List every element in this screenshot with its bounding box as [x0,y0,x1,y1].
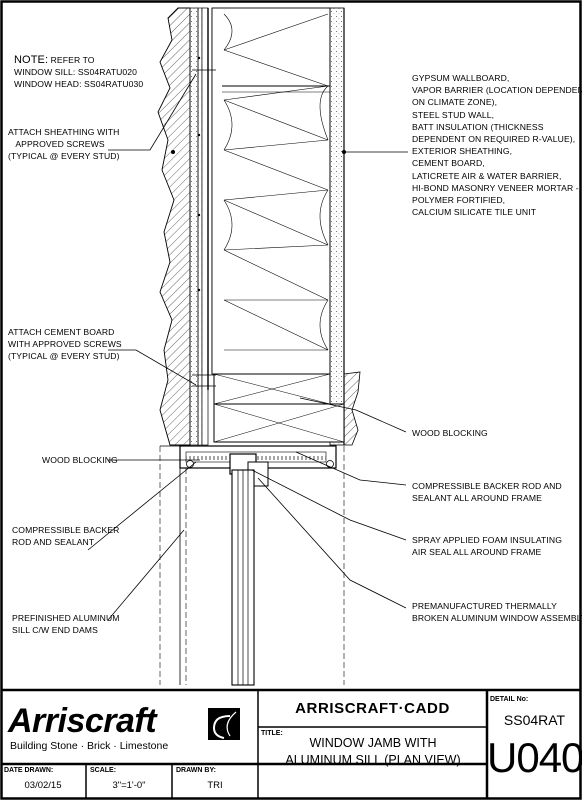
callout-line: COMPRESSIBLE BACKER ROD AND [412,481,562,491]
callout-line: SILL c/w END DAMS [12,625,98,636]
note-block: NOTE: REFER TO WINDOW SILL: SS04RATU020 … [14,54,143,91]
detail-code: U040 [487,734,582,781]
callout-line: COMPRESSIBLE BACKER [12,525,120,535]
callout-line: (TYPICAL @ EVERY STUD) [8,351,120,362]
date-label: DATE DRAWN: [4,767,54,774]
callout-line: EXTERIOR SHEATHING, [412,146,513,157]
title-block-lines [1,688,581,798]
callout-window-assembly: PREMANUFACTURED THERMALLY BROKEN ALUMINU… [412,600,582,624]
callout-line: AIR SEAL ALL AROUND FRAME [412,547,542,558]
callout-line: DEPENDENT ON REQUIRED R-VALUE), [412,134,576,145]
note-sill-ref: WINDOW SILL: SS04RATU020 [14,67,138,78]
callout-wall-assembly: GYPSUM WALLBOARD, VAPOR BARRIER (LOCATIO… [412,72,582,218]
callout-wood-blocking-right: WOOD BLOCKING [412,427,488,439]
date-value: 03/02/15 [24,780,62,791]
detail-prefix: SS04RAT [503,712,566,728]
note-head-ref: WINDOW HEAD: SS04RATU030 [14,79,144,90]
callout-line: STEEL STUD WALL, [412,109,495,120]
title-line: ALUMINUM SILL (PLAN VIEW) [285,753,461,767]
callout-line: ROD AND SEALANT [12,537,95,548]
callout-line: GYPSUM WALLBOARD, [412,73,510,83]
drawn-label: DRAWN BY: [176,767,216,774]
note-heading: NOTE: [14,54,49,66]
callout-line: PREFINISHED ALUMINUM [12,613,120,623]
callout-line: SPRAY APPLIED FOAM INSULATING [412,535,562,545]
batt-insulation [223,13,329,351]
callout-line: VAPOR BARRIER (LOCATION DEPENDENT [412,85,582,96]
callout-aluminum-sill: PREFINISHED ALUMINUM SILL c/w END DAMS [12,612,120,636]
callout-line: CALCIUM SILICATE TILE UNIT [412,207,537,218]
brand-tagline: Building Stone · Brick · Limestone [10,740,169,752]
callout-line: POLYMER FORTIFIED, [412,195,506,206]
callout-line: ON CLIMATE ZONE), [412,97,498,108]
masonry-veneer [157,7,191,446]
detail-label: DETAIL No: [490,696,529,703]
note-refer: REFER TO [50,55,95,65]
scale-label: SCALE: [90,767,117,774]
callout-sheathing: ATTACH SHEATHING WITH APPROVED SCREWS (T… [8,126,120,163]
callout-line: HI-BOND MASONRY VENEER MORTAR - [412,182,579,193]
callout-line: PREMANUFACTURED THERMALLY [412,601,557,611]
callout-line: ATTACH CEMENT BOARD [8,327,115,337]
leader-lines [87,73,408,621]
cadd-heading: ARRISCRAFT·CADD [295,700,450,717]
callout-line: APPROVED SCREWS [15,139,105,150]
callout-line: WITH APPROVED SCREWS [8,339,122,350]
callout-line: BATT INSULATION (THICKNESS [412,121,544,132]
callout-line: SEALANT ALL AROUND FRAME [412,493,542,504]
callout-line: (TYPICAL @ EVERY STUD) [8,151,120,162]
window-frame [159,445,345,686]
title-label: TITLE: [261,730,283,737]
callout-backer-rod-right: COMPRESSIBLE BACKER ROD AND SEALANT ALL … [412,480,562,504]
callout-line: WOOD BLOCKING [412,428,488,438]
callout-wood-blocking-left: WOOD BLOCKING [42,454,118,466]
drawn-value: TRI [207,780,223,791]
arriscraft-logo-mark [208,708,240,740]
title-block: Arriscraft Building Stone · Brick · Lime… [0,690,582,800]
callout-foam-seal: SPRAY APPLIED FOAM INSULATING AIR SEAL A… [412,534,562,558]
brand-name: Arriscraft [8,702,157,740]
callout-line: CEMENT BOARD, [412,158,485,169]
callout-line: ATTACH SHEATHING WITH [8,127,120,137]
callout-line: LATICRETE AIR & WATER BARRIER, [412,170,562,181]
callout-line: BROKEN ALUMINUM WINDOW ASSEMBLY [412,613,582,624]
callout-backer-rod-left: COMPRESSIBLE BACKER ROD AND SEALANT [12,524,119,548]
callout-line: WOOD BLOCKING [42,455,118,465]
scale-value: 3"=1'-0" [112,780,146,791]
callout-cement-board: ATTACH CEMENT BOARD WITH APPROVED SCREWS… [8,326,122,363]
title-line: WINDOW JAMB WITH [309,736,437,750]
wall-section [157,7,361,446]
drawing-title: WINDOW JAMB WITH ALUMINUM SILL (PLAN VIE… [262,735,484,769]
